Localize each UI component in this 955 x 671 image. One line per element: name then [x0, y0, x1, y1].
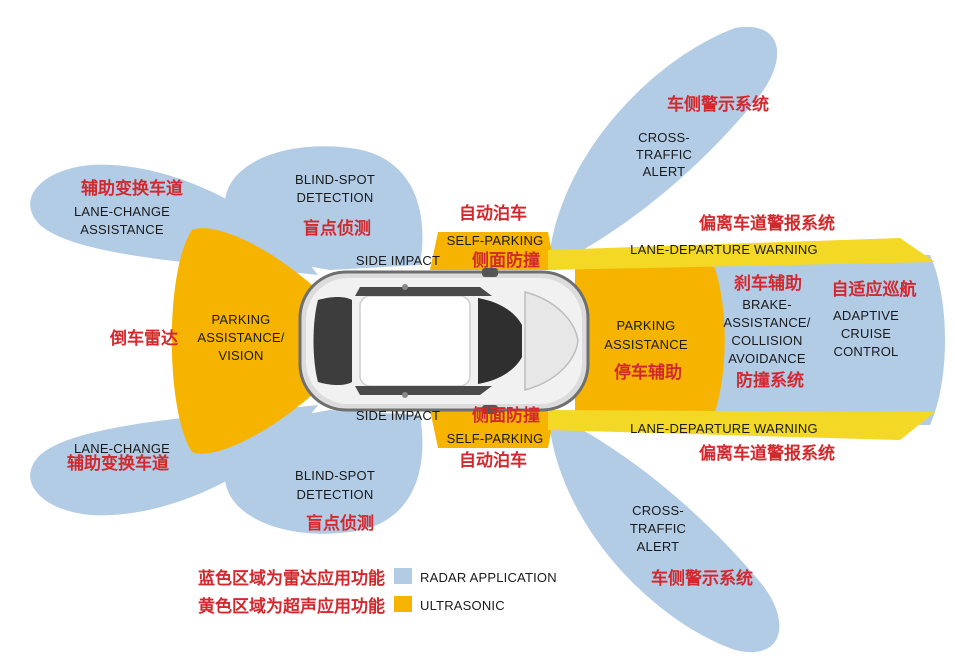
label-blind-spot-top-zh: 盲点侦测	[303, 218, 371, 239]
label-brake-zh-bottom: 防撞系统	[736, 370, 804, 391]
zone-cross-traffic-top	[548, 26, 778, 268]
ultrasonic-zones	[171, 228, 725, 454]
label-side-impact-top-zh: 侧面防撞	[472, 250, 540, 271]
label-side-impact-bottom-en: SIDE IMPACT	[356, 408, 440, 423]
lane-departure-bands	[548, 238, 935, 440]
label-parking-front-en-2: ASSISTANCE	[604, 337, 688, 352]
legend-radar-en: RADAR APPLICATION	[420, 570, 557, 585]
label-acc-en-2: CRUISE	[841, 326, 891, 341]
label-blind-spot-bottom-en-1: BLIND-SPOT	[295, 468, 375, 483]
label-cross-traffic-top-en-1: CROSS-	[638, 130, 690, 145]
label-cross-traffic-bottom-zh: 车侧警示系统	[651, 568, 753, 589]
label-blind-spot-bottom-en-2: DETECTION	[297, 487, 374, 502]
zone-parking-rear	[171, 228, 312, 454]
label-parking-rear-zh: 倒车雷达	[109, 328, 178, 349]
car-top-view	[298, 268, 590, 414]
label-acc-en-3: CONTROL	[834, 344, 899, 359]
label-parking-rear-en-3: VISION	[218, 348, 263, 363]
label-blind-spot-bottom-zh: 盲点侦测	[306, 513, 374, 534]
car-side-window-bottom	[355, 386, 492, 395]
label-lane-change-bottom-zh: 辅助变换车道	[67, 453, 169, 474]
label-side-impact-bottom-zh: 侧面防撞	[472, 405, 540, 426]
label-parking-front-zh: 停车辅助	[614, 362, 682, 383]
legend: 蓝色区域为雷达应用功能 RADAR APPLICATION 黄色区域为超声应用功…	[198, 568, 557, 617]
car-sensor-bottom	[402, 392, 408, 398]
label-lane-change-top-en-1: LANE-CHANGE	[74, 204, 170, 219]
legend-radar-zh: 蓝色区域为雷达应用功能	[198, 568, 385, 589]
label-blind-spot-top-en-1: BLIND-SPOT	[295, 172, 375, 187]
label-lane-departure-bottom-en: LANE-DEPARTURE WARNING	[630, 421, 818, 436]
label-lane-change-bottom-en: LANE-CHANGE	[74, 441, 170, 456]
label-acc-en-1: ADAPTIVE	[833, 308, 899, 323]
label-brake-zh-top: 刹车辅助	[734, 273, 802, 294]
car-side-window-top	[355, 287, 492, 296]
band-lane-departure-bottom	[548, 410, 935, 440]
car-mirror-top	[482, 268, 498, 277]
zone-blind-spot-bottom	[224, 410, 423, 534]
car-sensor-top	[402, 284, 408, 290]
label-self-parking-top-en: SELF-PARKING	[447, 233, 544, 248]
label-cross-traffic-top-en-3: ALERT	[643, 164, 686, 179]
car-hood	[524, 291, 579, 391]
label-cross-traffic-bottom-en-3: ALERT	[637, 539, 680, 554]
label-blind-spot-top-en-2: DETECTION	[297, 190, 374, 205]
legend-ultrasonic-swatch	[394, 596, 412, 612]
label-lane-change-top-zh: 辅助变换车道	[81, 178, 183, 199]
label-lane-change-top-en-2: ASSISTANCE	[80, 222, 164, 237]
label-self-parking-bottom-zh: 自动泊车	[459, 450, 527, 471]
zone-cross-traffic-bottom	[548, 412, 780, 653]
car-windshield	[478, 298, 522, 384]
zone-self-parking-top	[430, 232, 555, 270]
label-brake-en-1: BRAKE-	[742, 297, 792, 312]
legend-ultrasonic-en: ULTRASONIC	[420, 598, 505, 613]
label-cross-traffic-top-en-2: TRAFFIC	[636, 147, 692, 162]
label-cross-traffic-bottom-en-2: TRAFFIC	[630, 521, 686, 536]
car-mirror-bottom	[482, 405, 498, 414]
label-lane-departure-top-en: LANE-DEPARTURE WARNING	[630, 242, 818, 257]
label-acc-zh: 自适应巡航	[832, 279, 917, 300]
label-brake-en-4: AVOIDANCE	[728, 351, 806, 366]
label-cross-traffic-bottom-en-1: CROSS-	[632, 503, 684, 518]
labels: 车侧警示系统 CROSS- TRAFFIC ALERT 辅助变换车道 LANE-…	[67, 94, 917, 589]
label-lane-departure-top-zh: 偏离车道警报系统	[699, 213, 835, 234]
label-parking-front-en-1: PARKING	[617, 318, 676, 333]
car-rear-window	[313, 297, 352, 385]
zone-self-parking-bottom	[430, 410, 555, 448]
label-brake-en-3: COLLISION	[731, 333, 802, 348]
label-cross-traffic-top-zh: 车侧警示系统	[667, 94, 769, 115]
label-self-parking-top-zh: 自动泊车	[459, 203, 527, 224]
label-parking-rear-en-1: PARKING	[212, 312, 271, 327]
label-brake-en-2: ASSISTANCE/	[723, 315, 810, 330]
legend-radar-swatch	[394, 568, 412, 584]
legend-ultrasonic-zh: 黄色区域为超声应用功能	[198, 596, 385, 617]
label-self-parking-bottom-en: SELF-PARKING	[447, 431, 544, 446]
label-lane-departure-bottom-zh: 偏离车道警报系统	[699, 443, 835, 464]
label-parking-rear-en-2: ASSISTANCE/	[197, 330, 284, 345]
zone-parking-front	[575, 258, 725, 422]
band-lane-departure-top	[548, 238, 935, 270]
zone-front-radar	[690, 255, 945, 425]
zone-blind-spot-top	[224, 146, 423, 270]
car-roof	[359, 295, 471, 387]
label-side-impact-top-en: SIDE IMPACT	[356, 253, 440, 268]
